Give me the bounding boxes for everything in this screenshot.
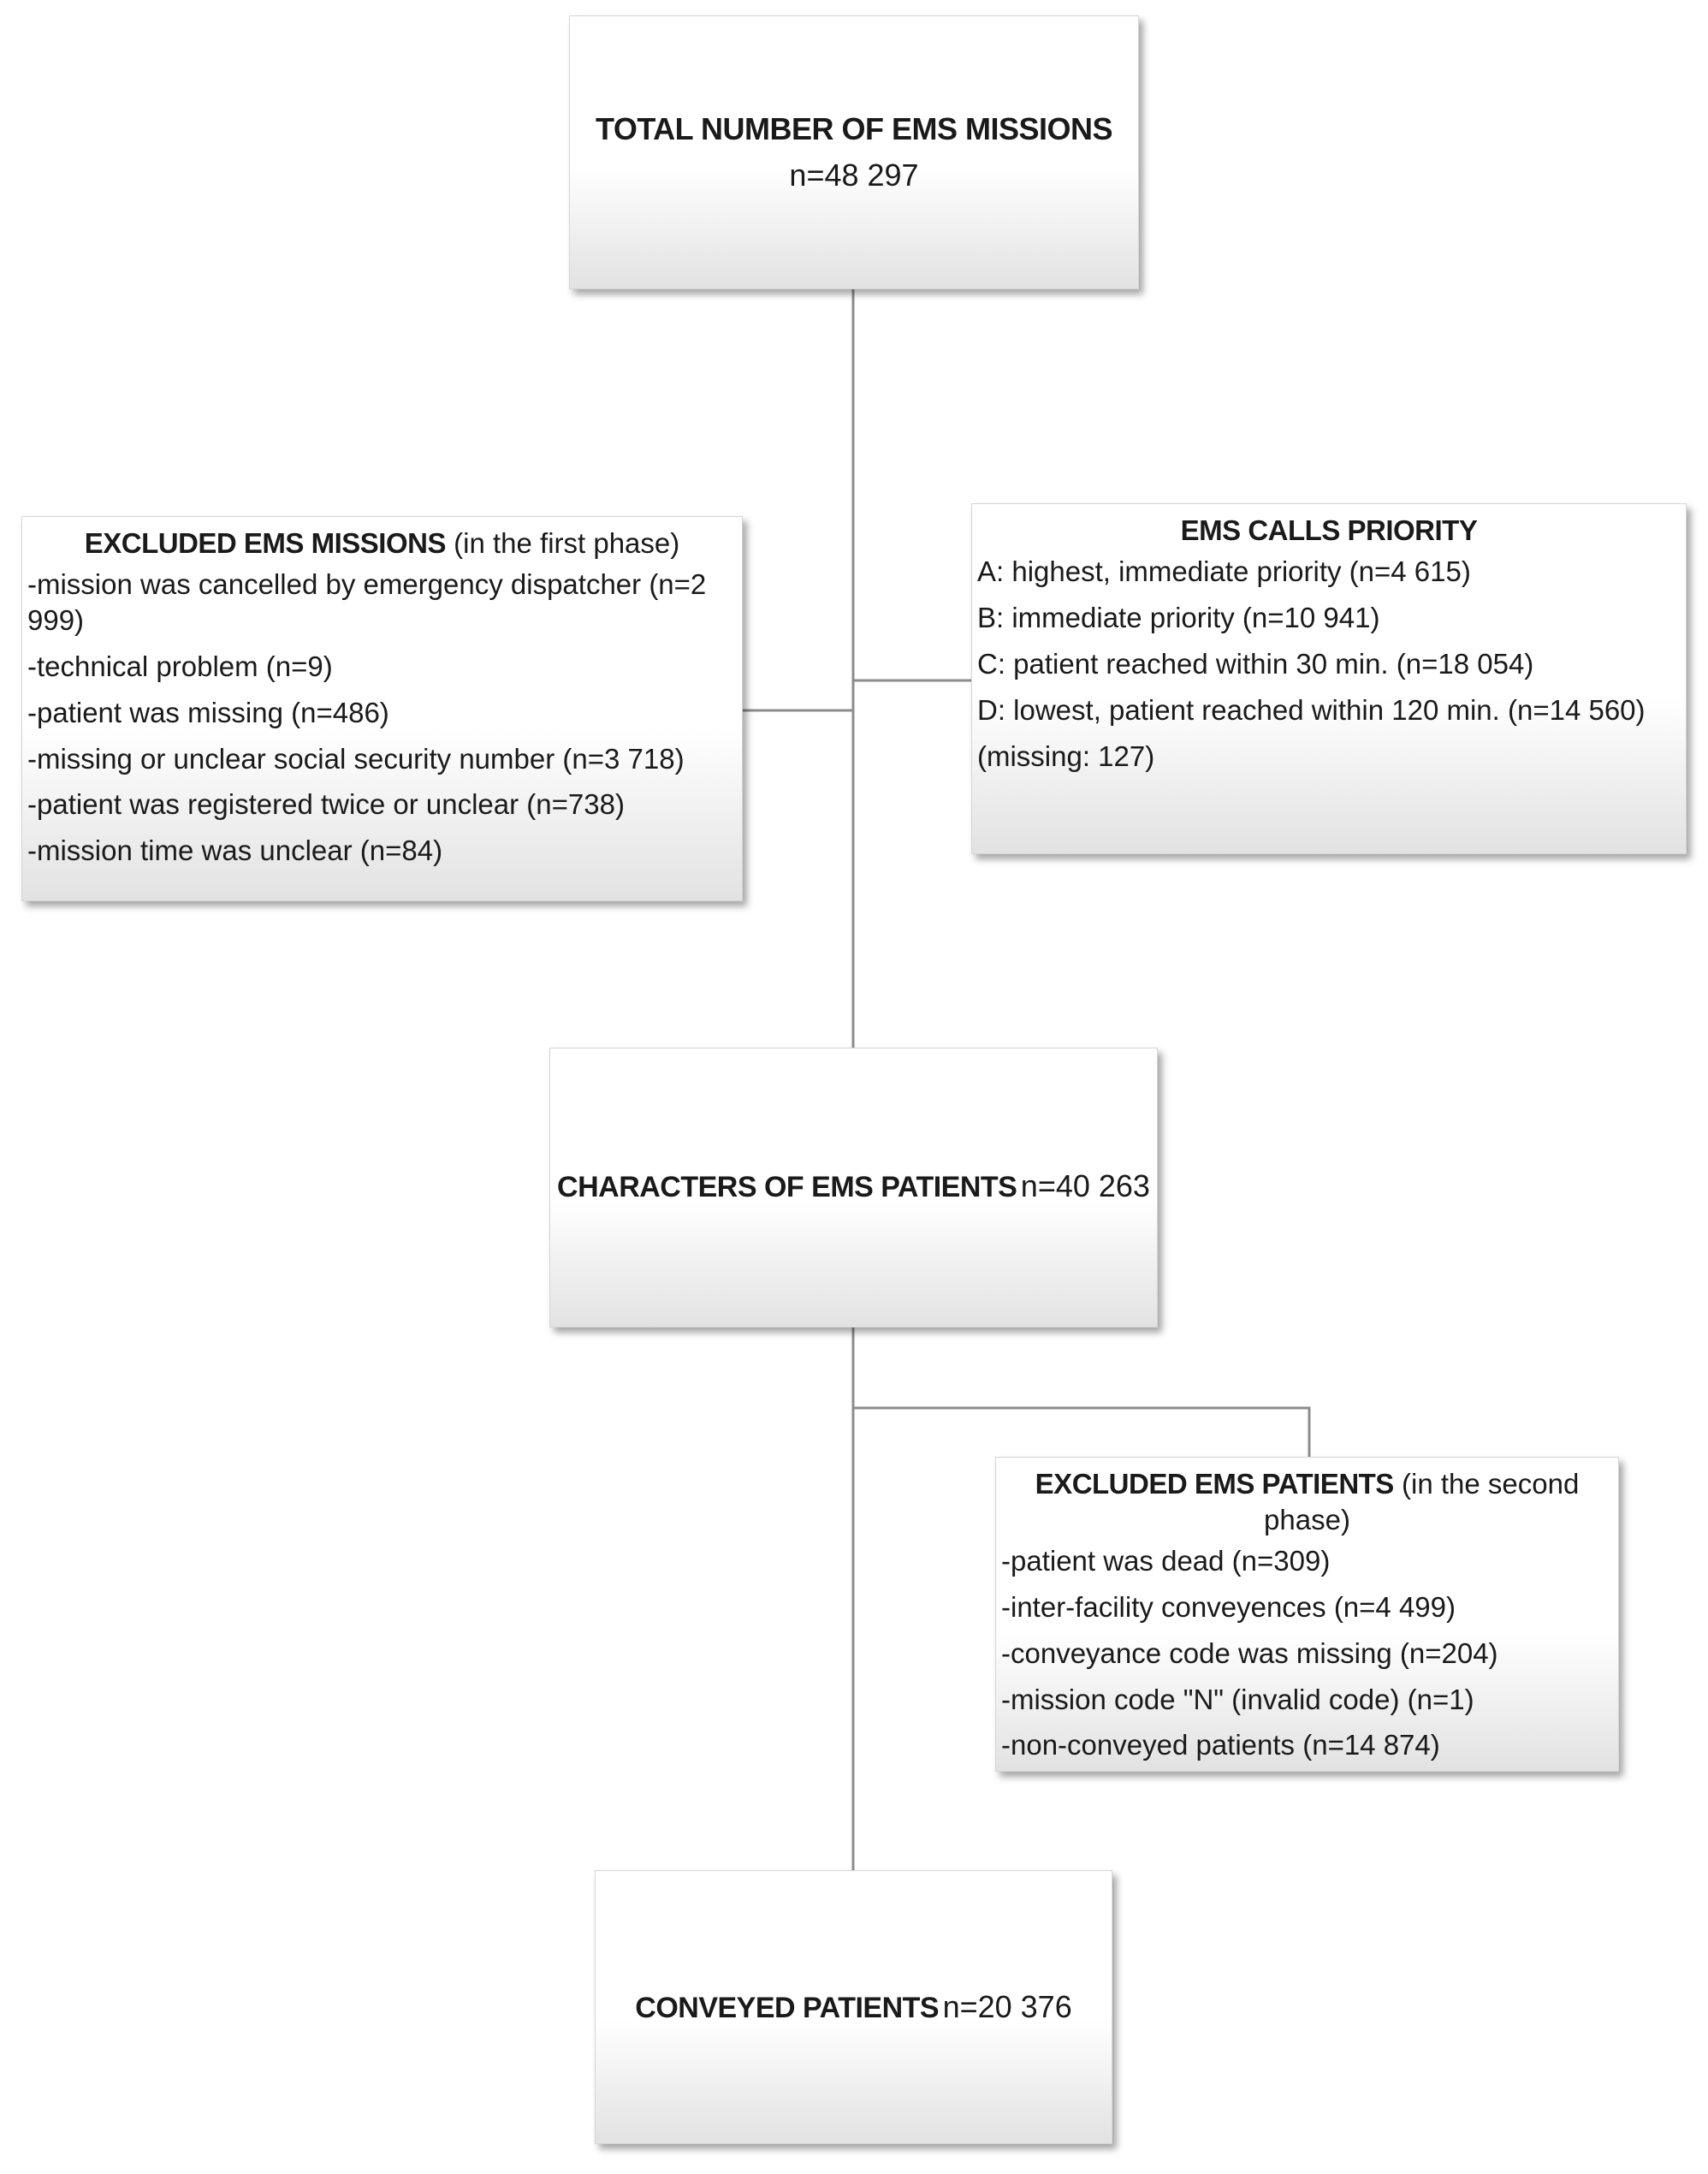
calls-priority-title: EMS CALLS PRIORITY bbox=[1180, 514, 1478, 546]
excluded-patients-item: -inter-facility conveyences (n=4 499) bbox=[1001, 1590, 1456, 1623]
total-missions-box: TOTAL NUMBER OF EMS MISSIONS n=48 297 bbox=[569, 15, 1139, 289]
excluded-missions-item: -missing or unclear social security numb… bbox=[27, 742, 685, 775]
characters-line: CHARACTERS OF EMS PATIENTS n=40 263 bbox=[557, 1168, 1150, 1204]
calls-priority-item: D: lowest, patient reached within 120 mi… bbox=[977, 693, 1646, 726]
excluded-missions-header: EXCLUDED EMS MISSIONS (in the first phas… bbox=[27, 526, 737, 561]
calls-priority-box: EMS CALLS PRIORITY A: highest, immediate… bbox=[971, 503, 1687, 854]
excluded-patients-item: -non-conveyed patients (n=14 874) bbox=[1001, 1729, 1440, 1761]
excluded-missions-box: EXCLUDED EMS MISSIONS (in the first phas… bbox=[21, 516, 743, 901]
calls-priority-item: A: highest, immediate priority (n=4 615) bbox=[977, 555, 1471, 587]
characters-count: n=40 263 bbox=[1020, 1168, 1150, 1203]
excluded-patients-item: -conveyance code was missing (n=204) bbox=[1001, 1636, 1498, 1669]
conveyed-box: CONVEYED PATIENTS n=20 376 bbox=[595, 1870, 1112, 2144]
excluded-missions-item: -mission was cancelled by emergency disp… bbox=[27, 567, 707, 636]
conveyed-title: CONVEYED PATIENTS bbox=[635, 1992, 940, 2024]
excluded-patients-box: EXCLUDED EMS PATIENTS (in the second pha… bbox=[995, 1457, 1619, 1772]
connector-excluded-patients bbox=[853, 1406, 1311, 1457]
calls-priority-item: (missing: 127) bbox=[977, 740, 1155, 772]
conveyed-count: n=20 376 bbox=[942, 1989, 1072, 2024]
excluded-missions-item: -patient was missing (n=486) bbox=[27, 696, 389, 728]
excluded-patients-item: -mission code "N" (invalid code) (n=1) bbox=[1001, 1683, 1474, 1715]
excluded-missions-item: -technical problem (n=9) bbox=[27, 650, 333, 682]
characters-title: CHARACTERS OF EMS PATIENTS bbox=[557, 1171, 1017, 1203]
excluded-patients-title: EXCLUDED EMS PATIENTS bbox=[1035, 1468, 1395, 1500]
total-missions-count: n=48 297 bbox=[789, 157, 919, 193]
total-missions-title: TOTAL NUMBER OF EMS MISSIONS bbox=[595, 111, 1113, 146]
excluded-missions-subtitle: (in the first phase) bbox=[454, 527, 680, 559]
characters-box: CHARACTERS OF EMS PATIENTS n=40 263 bbox=[549, 1048, 1158, 1328]
conveyed-line: CONVEYED PATIENTS n=20 376 bbox=[635, 1989, 1071, 2025]
calls-priority-item: C: patient reached within 30 min. (n=18 … bbox=[977, 647, 1534, 680]
excluded-missions-item: -patient was registered twice or unclear… bbox=[27, 788, 625, 821]
excluded-patients-item: -patient was dead (n=309) bbox=[1001, 1544, 1331, 1577]
excluded-patients-subtitle: (in the second phase) bbox=[1264, 1468, 1580, 1535]
calls-priority-item: B: immediate priority (n=10 941) bbox=[977, 601, 1380, 633]
excluded-missions-title: EXCLUDED EMS MISSIONS bbox=[84, 527, 447, 559]
excluded-missions-item: -mission time was unclear (n=84) bbox=[27, 835, 443, 867]
excluded-patients-header: EXCLUDED EMS PATIENTS (in the second pha… bbox=[1001, 1466, 1613, 1538]
calls-priority-header: EMS CALLS PRIORITY bbox=[977, 513, 1681, 549]
